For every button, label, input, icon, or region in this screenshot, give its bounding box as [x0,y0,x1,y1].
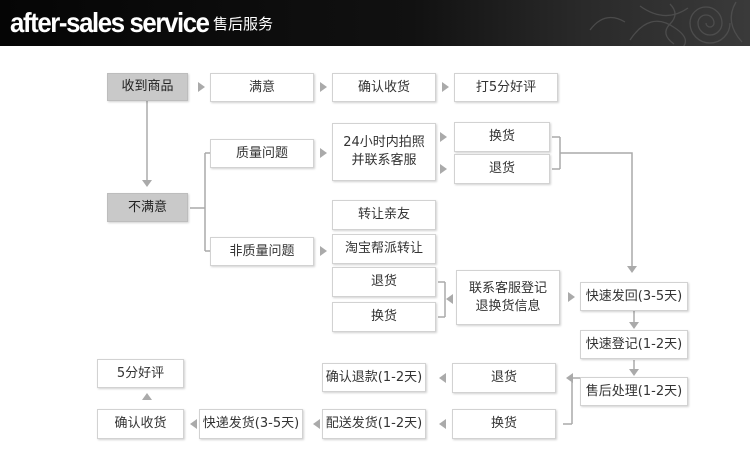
confirm-receipt-top-box: 确认收货 [332,73,436,102]
swirl-ornament-icon [589,1,743,46]
five-star-bottom-box: 5分好评 [97,359,184,388]
satisfied-box: 满意 [210,73,314,102]
five-star-top-box: 打5分好评 [454,73,558,102]
exchange-quality-box: 换货 [454,122,550,152]
confirm-refund-box: 确认退款(1-2天) [322,363,426,392]
exchange-non-quality-box: 换货 [332,302,436,332]
contact-register-box: 联系客服登记 退换货信息 [456,270,560,325]
photo-contact-box: 24小时内拍照 并联系客服 [332,123,436,181]
header-banner: after-sales service 售后服务 [0,0,750,46]
after-sales-process-box: 售后处理(1-2天) [580,377,688,406]
transfer-friend-box: 转让亲友 [332,200,436,230]
banner-title: after-sales service [10,7,210,38]
ship-out-box: 配送发货(1-2天) [322,409,426,439]
quality-issue-box: 质量问题 [210,139,314,168]
return-quality-box: 退货 [454,154,550,184]
exchange-result-box: 换货 [452,409,556,439]
banner-subtitle: 售后服务 [213,15,274,33]
confirm-receipt-bottom-box: 确认收货 [97,409,184,439]
express-ship-box: 快递发货(3-5天) [199,409,303,439]
express-register-box: 快速登记(1-2天) [580,330,688,359]
non-quality-issue-box: 非质量问题 [210,237,314,266]
return-result-box: 退货 [452,363,556,393]
return-non-quality-box: 退货 [332,267,436,297]
unsatisfied-box: 不满意 [107,193,188,222]
received-goods-box: 收到商品 [107,73,188,101]
express-return-box: 快速发回(3-5天) [580,282,688,311]
taobao-transfer-box: 淘宝帮派转让 [332,234,436,264]
